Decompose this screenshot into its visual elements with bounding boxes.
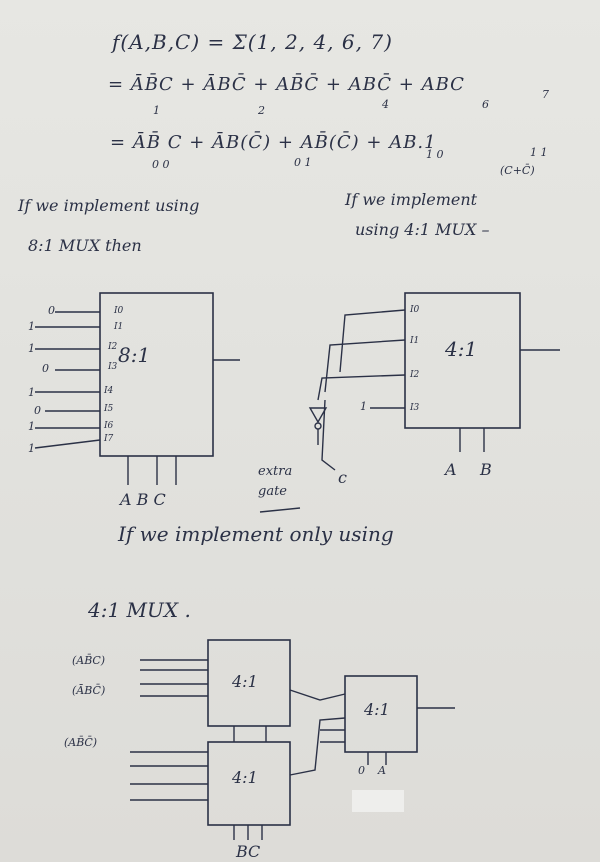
heading-only-line-1: If we implement only using <box>118 522 394 546</box>
mux-8to1-pin-0: I0 <box>114 306 124 316</box>
mux-4to1-label: 4:1 <box>445 337 478 361</box>
mux-8to1-in-value-5: 0 <box>34 404 41 417</box>
mux-8to1-in-value-1: 1 <box>28 320 35 333</box>
mux-8to1-pin-6: I6 <box>104 421 114 431</box>
mux-4to1-pin-3: I3 <box>410 403 420 413</box>
mux-cascade-final-box <box>344 675 418 753</box>
mux-8to1-pin-5: I5 <box>104 404 114 414</box>
mux-8to1-in-value-3: 0 <box>42 362 49 375</box>
mux-8to1-box <box>99 292 214 457</box>
mux-4to1-i3-value: 1 <box>360 400 367 413</box>
pair-00: 0 0 <box>152 158 170 171</box>
extra-gate-label: extra gate <box>258 464 293 499</box>
mux-8to1-in-value-2: 1 <box>28 342 35 355</box>
minterm-index-6: 6 <box>482 98 489 111</box>
mux-4to1-c-label: c <box>338 468 347 487</box>
mux-8to1-in-value-4: 1 <box>28 386 35 399</box>
mux-8to1-in-value-6: 1 <box>28 420 35 433</box>
smudge-patch <box>352 790 404 812</box>
cascade-select-wires <box>233 726 387 840</box>
mux-8to1-in-value-0: 0 <box>48 304 55 317</box>
mux-8to1-input-wires <box>34 311 101 449</box>
equation-line-2: = ĀB̄C + ĀBC̄ + AB̄C̄ + ABC̄ + ABC <box>108 74 465 95</box>
equation-line-3: = ĀB̄ C + ĀB(C̄) + AB̄(C̄) + AB.1 <box>110 132 437 153</box>
mux-8to1-in-value-7: 1 <box>28 442 35 455</box>
mux-4to1-pin-0: I0 <box>410 305 420 315</box>
heading-8to1-line-2: 8:1 MUX then <box>28 236 142 255</box>
cascade-connections <box>289 689 455 776</box>
mux-8to1-label: 8:1 <box>118 343 151 367</box>
minterm-index-2: 2 <box>258 104 265 117</box>
minterm-index-1: 1 <box>153 104 160 117</box>
mux-4to1-select-a: A <box>445 460 457 479</box>
mux-4to1-select-wires <box>459 428 485 452</box>
cascade-bottom-label: 4:1 <box>232 768 258 787</box>
mux-8to1-select-wires <box>127 456 177 485</box>
equation-line-1: f(A,B,C) = Σ(1, 2, 4, 6, 7) <box>112 30 393 54</box>
pair-10: 1 0 <box>426 148 444 161</box>
cascade-input-1: (AB̄C) <box>72 654 106 667</box>
not-gate-icon <box>308 399 336 471</box>
mux-4to1-select-b: B <box>480 460 492 479</box>
heading-only-line-2: 4:1 MUX . <box>88 598 191 622</box>
cascade-input-3: (AB̄C̄) <box>64 736 98 749</box>
mux-4to1-box <box>404 292 521 429</box>
cascade-final-select-a: A <box>378 764 386 777</box>
mux-8to1-pin-2: I2 <box>108 342 118 352</box>
cascade-bottom-inputs <box>130 751 208 801</box>
pair-11: 1 1 <box>530 146 548 159</box>
mux-8to1-pin-1: I1 <box>114 322 124 332</box>
cascade-final-label: 4:1 <box>364 700 390 719</box>
mux-8to1-pin-4: I4 <box>104 386 114 396</box>
minterm-index-4: 4 <box>382 98 389 111</box>
cascade-input-2: (ĀBC̄) <box>72 684 106 697</box>
mux-4to1-input-wires <box>317 309 406 409</box>
cascade-final-select-0: 0 <box>358 764 365 777</box>
heading-4to1-line-2: using 4:1 MUX – <box>355 220 490 239</box>
mux-8to1-selects: A B C <box>120 490 166 509</box>
cascade-top-inputs <box>140 659 208 697</box>
cascade-top-label: 4:1 <box>232 672 258 691</box>
mux-4to1-pin-2: I2 <box>410 370 420 380</box>
mux-8to1-pin-7: I7 <box>104 434 114 444</box>
pair-01: 0 1 <box>294 156 312 169</box>
heading-4to1-line-1: If we implement <box>345 190 478 209</box>
cascade-bottom-select: BC <box>236 842 261 861</box>
minterm-index-7: 7 <box>542 88 549 101</box>
complement-note: (C+C̄) <box>500 164 535 177</box>
mux-8to1-pin-3: I3 <box>108 362 118 372</box>
heading-8to1-line-1: If we implement using <box>18 196 200 215</box>
mux-4to1-pin-1: I1 <box>410 336 420 346</box>
extra-gate-underline <box>259 507 301 513</box>
mux-cascade-top-box <box>207 639 291 727</box>
